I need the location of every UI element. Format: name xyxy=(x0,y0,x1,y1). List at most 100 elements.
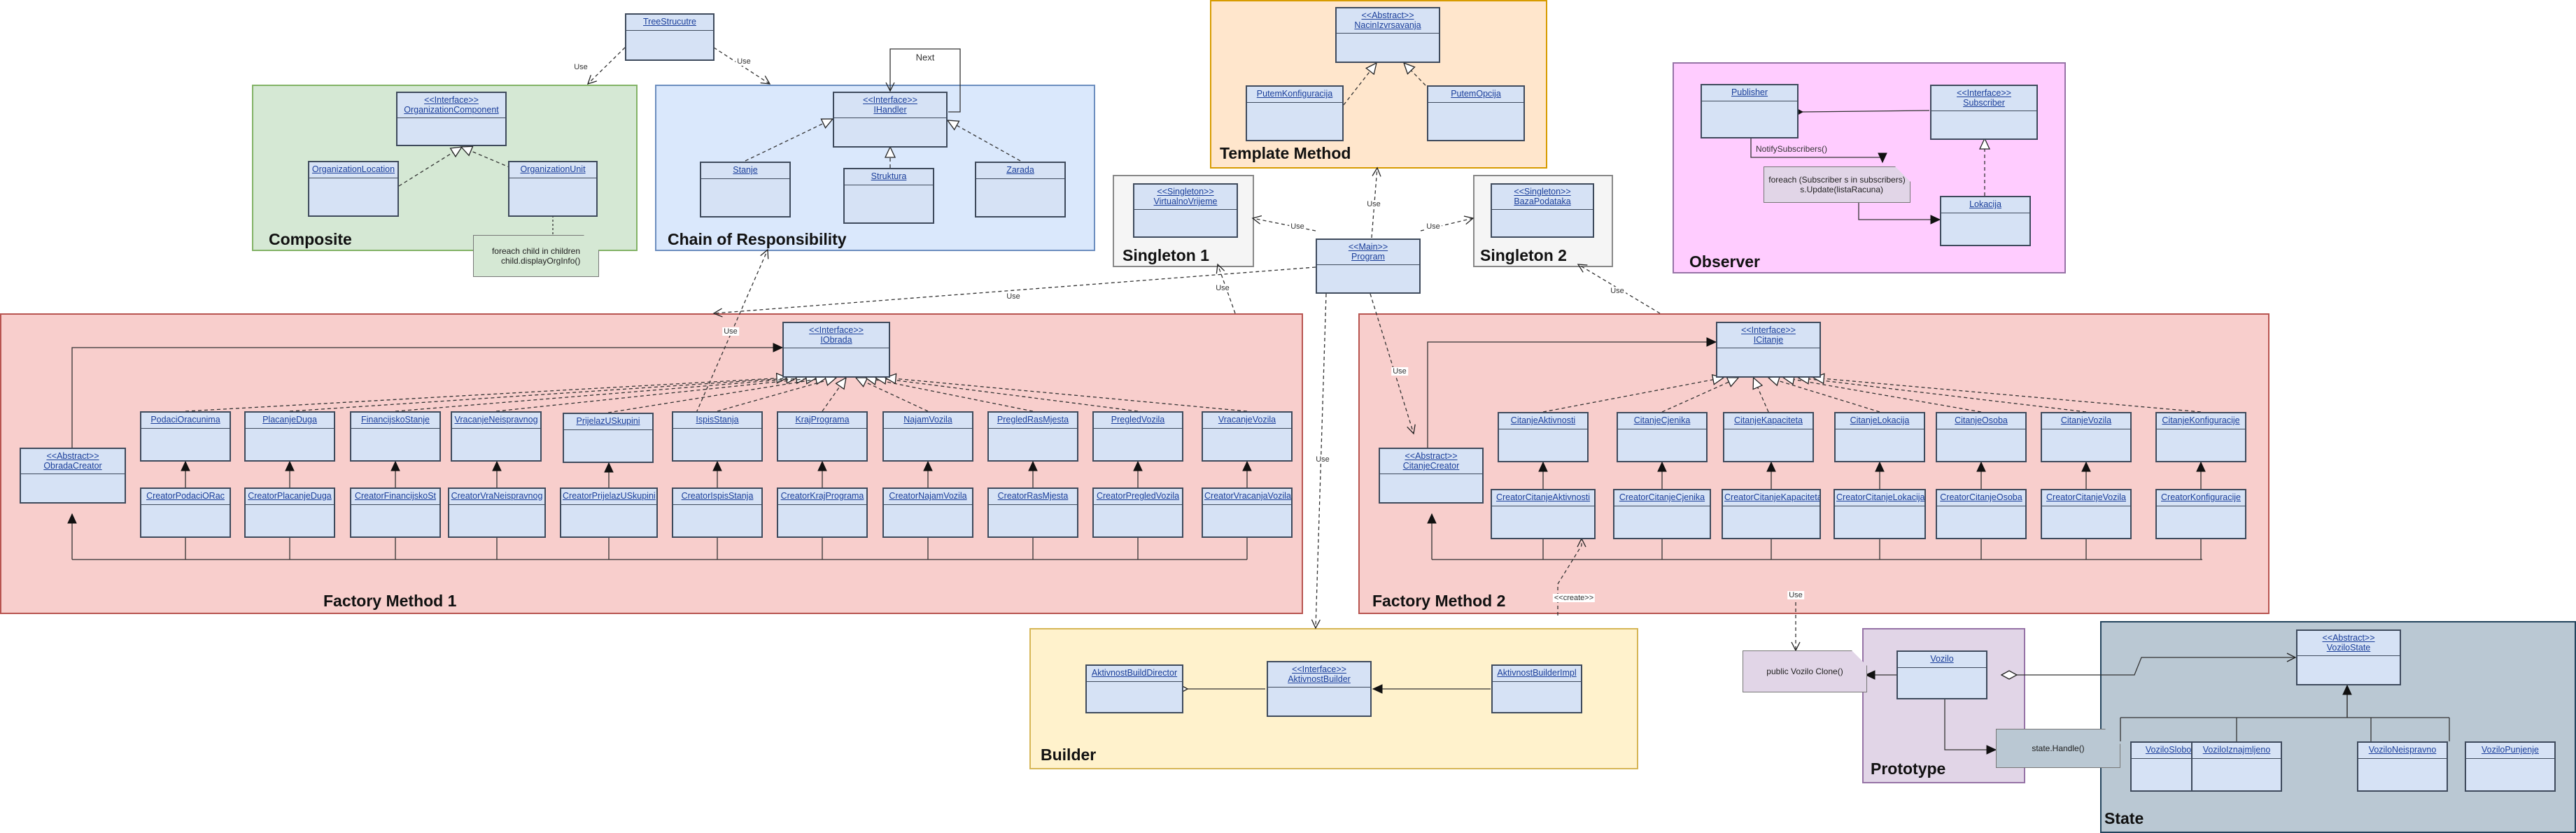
note-prototype: public Vozilo Clone() xyxy=(1743,650,1867,692)
realization-line xyxy=(495,378,817,412)
class-icitanje[interactable]: <<Interface>>ICitanje xyxy=(1716,322,1821,378)
class-creator-vra-neispravnog[interactable]: CreatorVraNeispravnog xyxy=(448,487,546,538)
class-citanje-cjenika[interactable]: CitanjeCjenika xyxy=(1617,412,1708,462)
class-citanje-aktivnosti[interactable]: CitanjeAktivnosti xyxy=(1498,412,1589,462)
class-creator-pregled-vozila[interactable]: CreatorPregledVozila xyxy=(1092,487,1183,538)
class-creator-ispis-stanja[interactable]: CreatorIspisStanja xyxy=(672,487,763,538)
group-title-singleton2: Singleton 2 xyxy=(1480,246,1567,264)
class-vozilo[interactable]: Vozilo xyxy=(1896,650,1987,699)
realization-line xyxy=(289,378,797,412)
class-creator-najam-vozila[interactable]: CreatorNajamVozila xyxy=(882,487,973,538)
note-prototype-text: public Vozilo Clone() xyxy=(1766,667,1843,676)
class-publisher[interactable]: Publisher xyxy=(1701,84,1799,138)
class-stanje[interactable]: Stanje xyxy=(700,162,791,218)
class-vracanje-vozila[interactable]: VracanjeVozila xyxy=(1202,411,1293,462)
class-ispis-stanja[interactable]: IspisStanja xyxy=(672,411,763,462)
edge-label-use: Use xyxy=(1787,591,1804,599)
class-citanje-kapaciteta[interactable]: CitanjeKapaciteta xyxy=(1723,412,1814,462)
edge-label-use: Use xyxy=(1289,222,1306,231)
edge-tree-use-chain xyxy=(713,47,771,85)
class-program[interactable]: <<Main>>Program xyxy=(1316,238,1421,294)
note-state: state.Handle() xyxy=(1996,729,2120,768)
group-title-chain: Chain of Responsibility xyxy=(668,230,847,248)
class-ihandler[interactable]: <<Interface>>IHandler xyxy=(833,92,948,148)
class-iobrada[interactable]: <<Interface>>IObrada xyxy=(782,322,890,378)
edge-label-use: Use xyxy=(1214,284,1231,292)
class-creator-citanje-kapaciteta[interactable]: CreatorCitanjeKapaciteta xyxy=(1722,489,1821,539)
class-zarada[interactable]: Zarada xyxy=(975,162,1066,218)
edge-label-use: Use xyxy=(1609,287,1626,295)
class-vracanje-neispravnog[interactable]: VracanjeNeispravnog xyxy=(451,411,542,462)
class-creator-placanje-duga[interactable]: CreatorPlacanjeDuga xyxy=(244,487,335,538)
edge-tree-use-composite xyxy=(586,47,626,85)
class-creator-financijsko-st[interactable]: CreatorFinancijskoSt xyxy=(350,487,441,538)
class-aktivnost-builder[interactable]: <<Interface>>AktivnostBuilder xyxy=(1267,661,1372,717)
class-citanje-creator[interactable]: <<Abstract>>CitanjeCreator xyxy=(1379,448,1484,504)
class-creator-citanje-osoba[interactable]: CreatorCitanjeOsoba xyxy=(1936,489,2027,539)
class-vozilo-iznajmljeno[interactable]: VoziloIznajmljeno xyxy=(2191,741,2282,792)
class-putem-opcija[interactable]: PutemOpcija xyxy=(1427,85,1525,141)
class-creator-prijelaz-u-skupini[interactable]: CreatorPrijelazUSkupini xyxy=(560,487,658,538)
edge-label-use: Use xyxy=(1365,200,1382,208)
class-vozilo-punjenje[interactable]: VoziloPunjenje xyxy=(2465,741,2556,792)
realization-line xyxy=(866,378,1034,412)
class-subscriber[interactable]: <<Interface>>Subscriber xyxy=(1930,85,2038,140)
class-creator-ras-mjesta[interactable]: CreatorRasMjesta xyxy=(987,487,1078,538)
edge-label-create: <<create>> xyxy=(1552,594,1596,602)
class-vozilo-neispravno[interactable]: VoziloNeispravno xyxy=(2357,741,2448,792)
realization-line xyxy=(1754,378,1769,413)
class-creator-podaci-o-rac[interactable]: CreatorPodaciORac xyxy=(140,487,231,538)
class-citanje-konfiguracije[interactable]: CitanjeKonfiguracije xyxy=(2155,412,2246,462)
class-aktivnost-build-director[interactable]: AktivnostBuildDirector xyxy=(1085,664,1183,713)
class-creator-citanje-vozila[interactable]: CreatorCitanjeVozila xyxy=(2041,489,2132,539)
realization-line xyxy=(875,378,1139,412)
class-organization-component[interactable]: <<Interface>>OrganizationComponent xyxy=(396,92,507,146)
class-prijelaz-u-skupini[interactable]: PrijelazUSkupini xyxy=(563,413,654,463)
note-state-text: state.Handle() xyxy=(2032,743,2085,753)
realization-line xyxy=(607,378,826,413)
edge-label-use: Use xyxy=(1005,292,1022,301)
group-title-observer: Observer xyxy=(1689,252,1761,271)
class-creator-citanje-lokacija[interactable]: CreatorCitanjeLokacija xyxy=(1834,489,1926,539)
class-nacin-izvrsavanja[interactable]: <<Abstract>>NacinIzvrsavanja xyxy=(1335,7,1440,63)
realization-line xyxy=(822,378,846,412)
class-vozilo-state[interactable]: <<Abstract>>VoziloState xyxy=(2296,629,2401,685)
class-aktivnost-builder-impl[interactable]: AktivnostBuilderImpl xyxy=(1491,664,1582,713)
realization-line xyxy=(185,378,787,412)
note-composite-text: foreach child in children child.displayO… xyxy=(491,246,581,266)
class-creator-konfiguracije[interactable]: CreatorKonfiguracije xyxy=(2155,489,2246,539)
class-struktura[interactable]: Struktura xyxy=(843,168,934,224)
class-najam-vozila[interactable]: NajamVozila xyxy=(882,411,973,462)
group-title-state: State xyxy=(2104,809,2144,827)
class-citanje-lokacija[interactable]: CitanjeLokacija xyxy=(1834,412,1925,462)
class-pregled-ras-mjesta[interactable]: PregledRasMjesta xyxy=(987,411,1078,462)
class-citanje-vozila[interactable]: CitanjeVozila xyxy=(2041,412,2132,462)
edge-label-next: Next xyxy=(915,52,935,63)
class-creator-kraj-programa[interactable]: CreatorKrajPrograma xyxy=(777,487,868,538)
group-title-singleton1: Singleton 1 xyxy=(1122,246,1209,264)
class-organization-location[interactable]: OrganizationLocation xyxy=(308,161,399,217)
class-baza-podataka[interactable]: <<Singleton>>BazaPodataka xyxy=(1491,183,1594,238)
edge-label-use: Use xyxy=(1391,367,1408,376)
group-title-builder: Builder xyxy=(1041,746,1097,764)
class-citanje-osoba[interactable]: CitanjeOsoba xyxy=(1936,412,2027,462)
class-lokacija[interactable]: Lokacija xyxy=(1940,196,2031,246)
class-creator-citanje-aktivnosti[interactable]: CreatorCitanjeAktivnosti xyxy=(1491,489,1596,539)
class-kraj-programa[interactable]: KrajPrograma xyxy=(777,411,868,462)
class-putem-konfiguracija[interactable]: PutemKonfiguracija xyxy=(1246,85,1344,141)
class-financijsko-stanje[interactable]: FinancijskoStanje xyxy=(350,411,441,462)
group-title-factory2: Factory Method 2 xyxy=(1372,592,1506,610)
class-creator-vracanja-vozila[interactable]: CreatorVracanjaVozila xyxy=(1202,487,1293,538)
realization-line xyxy=(717,378,836,412)
class-creator-citanje-cjenika[interactable]: CreatorCitanjeCjenika xyxy=(1613,489,1711,539)
class-podaci-o-racunima[interactable]: PodaciOracunima xyxy=(140,411,231,462)
class-organization-unit[interactable]: OrganizationUnit xyxy=(508,161,598,217)
realization-line xyxy=(1661,378,1738,413)
class-placanje-duga[interactable]: PlacanjeDuga xyxy=(244,411,335,462)
class-tree-structure[interactable]: TreeStrucutre xyxy=(625,13,715,61)
class-obrada-creator[interactable]: <<Abstract>>ObradaCreator xyxy=(20,448,126,504)
class-pregled-vozila[interactable]: PregledVozila xyxy=(1092,411,1183,462)
realization-line xyxy=(1813,378,2202,413)
class-virtualno-vrijeme[interactable]: <<Singleton>>VirtualnoVrijeme xyxy=(1133,183,1238,238)
